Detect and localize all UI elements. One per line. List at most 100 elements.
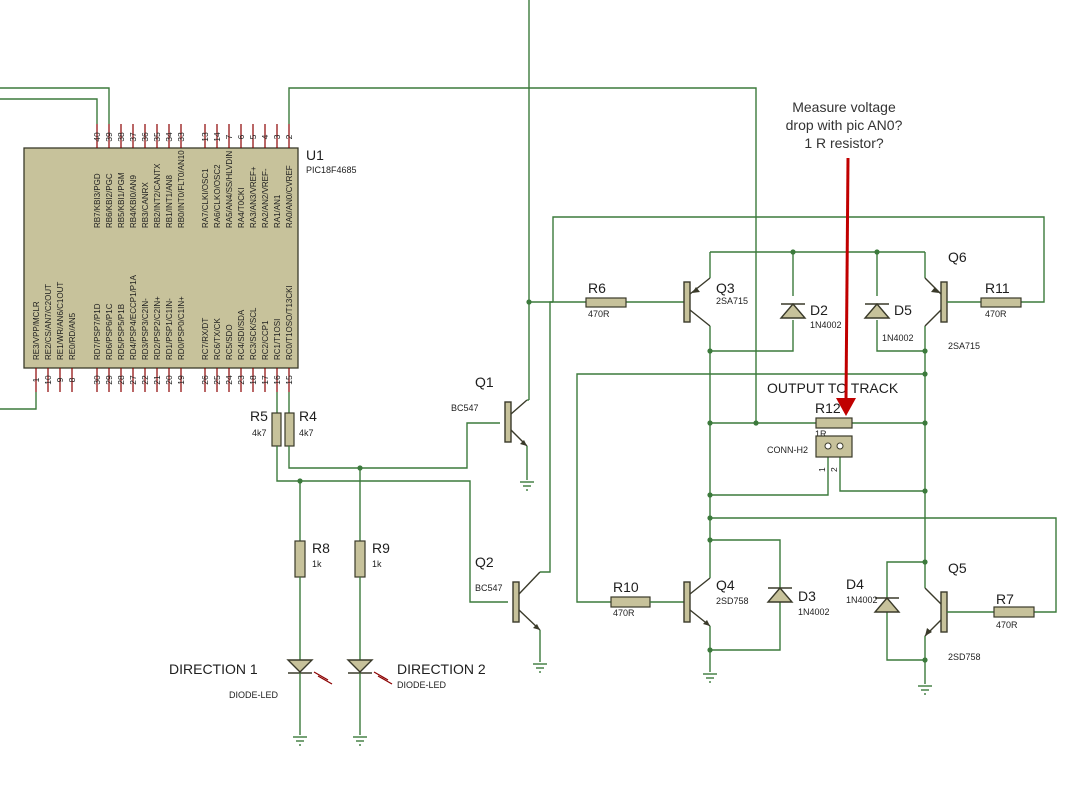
u1-pin-name: RD7/PSP7/P1D (93, 303, 102, 360)
annotation-line3: 1 R resistor? (804, 135, 884, 151)
r9-value: 1k (372, 559, 382, 569)
u1-chip: U1 PIC18F4685 (23, 147, 357, 369)
u1-pin-number: 40 (92, 132, 102, 142)
ground-led2 (353, 736, 367, 746)
mcu-wires (0, 0, 757, 410)
ground-led1 (293, 736, 307, 746)
q1-transistor: Q1 BC547 (451, 374, 529, 480)
u1-pin-name: RA6/CLKO/OSC2 (213, 164, 222, 228)
u1-pin-name: RA0/AN0/CVREF (285, 165, 294, 228)
u1-pin-number: 24 (224, 375, 234, 385)
d4-value: 1N4002 (846, 595, 878, 605)
q3-ref: Q3 (716, 280, 735, 296)
conn-h2: CONN-H2 1 2 (767, 435, 853, 472)
r8-value: 1k (312, 559, 322, 569)
u1-pin-name: RE3/VPP/MCLR (32, 301, 41, 360)
u1-pin-name: RD2/PSP2/C2IN+ (153, 296, 162, 360)
q6-value: 2SA715 (948, 341, 980, 351)
d2-ref: D2 (810, 302, 828, 318)
r12-resistor: R12 1R (815, 400, 853, 439)
r4-value: 4k7 (299, 428, 314, 438)
q1-ref: Q1 (475, 374, 494, 390)
d5-ref: D5 (894, 302, 912, 318)
u1-pin-number: 33 (176, 132, 186, 142)
led2: DIRECTION 2 DIODE-LED (346, 659, 486, 735)
u1-pin-number: 7 (224, 134, 234, 139)
d3-diode: D3 1N4002 (766, 586, 830, 617)
d4-diode: D4 1N4002 (846, 576, 901, 613)
u1-pin-number: 35 (152, 132, 162, 142)
u1-pin-number: 4 (260, 134, 270, 139)
q5-value: 2SD758 (948, 652, 981, 662)
u1-pin-number: 15 (284, 375, 294, 385)
bridge-wires (526, 216, 1057, 663)
u1-pin-name: RB5/KBI1/PGM (117, 172, 126, 228)
u1-pin-number: 16 (272, 375, 282, 385)
u1-pin-name: RA7/CLKI/OSC1 (201, 168, 210, 228)
u1-pin-number: 9 (55, 377, 65, 382)
led2-label: DIRECTION 2 (397, 661, 486, 677)
u1-pin-name: RA3/AN3/VREF+ (249, 166, 258, 228)
q3-value: 2SA715 (716, 296, 748, 306)
d3-ref: D3 (798, 588, 816, 604)
u1-pin-name: RD1/PSP1/C1IN- (165, 298, 174, 360)
u1-pin-number: 18 (248, 375, 258, 385)
u1-pin-name: RE2/CS/AN7/C2OUT (44, 284, 53, 360)
u1-pin-number: 34 (164, 132, 174, 142)
q5-transistor: Q5 2SD758 (924, 560, 994, 684)
r11-value: 470R (985, 309, 1007, 319)
u1-pin-number: 5 (248, 134, 258, 139)
r6-value: 470R (588, 309, 610, 319)
u1-pin-name: RD4/PSP4/ECCP1/P1A (129, 274, 138, 360)
u1-pin-name: RA5/AN4/SS/HLVDIN (225, 151, 234, 228)
led2-value: DIODE-LED (397, 680, 447, 690)
u1-pin-name: RC5/SDO (225, 324, 234, 360)
u1-pin-number: 26 (200, 375, 210, 385)
u1-top-pins: 40RB7/KBI3/PGD39RB6/KBI2/PGC38RB5/KBI1/P… (92, 124, 294, 228)
r7-value: 470R (996, 620, 1018, 630)
u1-pin-name: RC4/SDI/SDA (237, 309, 246, 360)
r8-resistor: R8 1k (294, 478, 330, 660)
u1-pin-name: RA2/AN2/VREF- (261, 168, 270, 228)
q4-transistor: Q4 2SD758 (683, 540, 749, 672)
r5-value: 4k7 (252, 428, 267, 438)
r11-resistor: R11 470R (980, 280, 1022, 319)
conn-value: CONN-H2 (767, 445, 808, 455)
u1-pin-number: 17 (260, 375, 270, 385)
output-label: OUTPUT TO TRACK (767, 380, 899, 396)
ground-q5 (918, 685, 932, 695)
u1-pin-24: 24 RC5/SDO (224, 324, 234, 392)
u1-pin-name: RA4/T0CKI (237, 188, 246, 228)
u1-pin-number: 37 (128, 132, 138, 142)
u1-pin-number: 2 (284, 134, 294, 139)
u1-pin-name: RC1/T1OSI (273, 319, 282, 360)
u1-pin-number: 22 (140, 375, 150, 385)
r10-value: 470R (613, 608, 635, 618)
u1-pin-number: 1 (31, 377, 41, 382)
annotation-line1: Measure voltage (792, 99, 896, 115)
